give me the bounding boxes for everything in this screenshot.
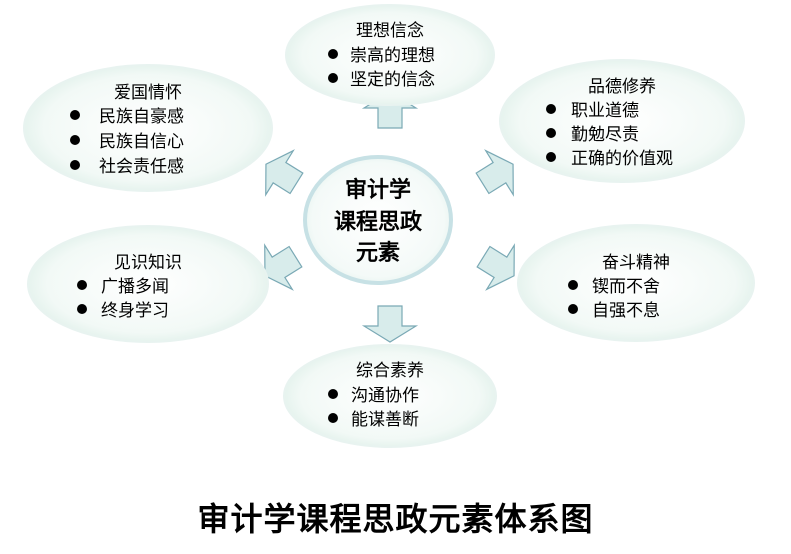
bullet-icon bbox=[70, 160, 80, 170]
node-bottom-item-2: 能谋善断 bbox=[351, 410, 419, 430]
node-bottom-right: 奋斗精神 锲而不舍 自强不息 bbox=[517, 224, 755, 342]
node-top-item-1: 崇高的理想 bbox=[350, 46, 435, 66]
node-top-left-title: 爱国情怀 bbox=[114, 83, 182, 103]
bullet-icon bbox=[328, 49, 338, 59]
bullet-icon bbox=[546, 152, 556, 162]
node-top-title: 理想信念 bbox=[356, 20, 424, 41]
node-bottom: 综合素养 沟通协作 能谋善断 bbox=[283, 344, 497, 448]
node-top-right-item-1: 职业道德 bbox=[571, 101, 639, 121]
node-bottom-right-title: 奋斗精神 bbox=[602, 253, 670, 273]
node-bottom-right-item-1: 锲而不舍 bbox=[592, 277, 660, 297]
bullet-icon bbox=[328, 73, 338, 83]
bullet-icon bbox=[77, 280, 87, 290]
node-bottom-right-item-2: 自强不息 bbox=[592, 301, 660, 321]
node-top: 理想信念 崇高的理想 坚定的信念 bbox=[285, 4, 495, 106]
bullet-icon bbox=[568, 280, 578, 290]
node-top-item-2: 坚定的信念 bbox=[350, 69, 435, 90]
node-top-right: 品德修养 职业道德 勤勉尽责 正确的价值观 bbox=[499, 59, 745, 183]
node-top-left-item-1: 民族自豪感 bbox=[99, 106, 184, 127]
arrow-bottom bbox=[363, 305, 417, 343]
node-bottom-left: 见识知识 广播多闻 终身学习 bbox=[27, 225, 269, 343]
bullet-icon bbox=[70, 135, 80, 145]
center-node: 审计学 课程思政 元素 bbox=[303, 155, 453, 285]
node-bottom-left-item-1: 广播多闻 bbox=[101, 277, 169, 297]
node-top-right-title: 品德修养 bbox=[588, 77, 656, 97]
bullet-icon bbox=[546, 104, 556, 114]
node-bottom-item-1: 沟通协作 bbox=[351, 386, 419, 406]
node-bottom-title: 综合素养 bbox=[356, 361, 424, 381]
node-bottom-left-item-2: 终身学习 bbox=[101, 301, 169, 321]
node-top-left-item-2: 民族自信心 bbox=[99, 132, 184, 152]
node-top-left: 爱国情怀 民族自豪感 民族自信心 社会责任感 bbox=[23, 64, 273, 192]
node-top-left-item-3: 社会责任感 bbox=[99, 157, 184, 177]
center-line-1: 审计学 bbox=[345, 177, 411, 203]
center-line-3: 元素 bbox=[356, 240, 400, 266]
center-line-2: 课程思政 bbox=[334, 209, 423, 235]
node-top-right-item-3: 正确的价值观 bbox=[571, 149, 673, 169]
bullet-icon bbox=[328, 389, 338, 399]
bullet-icon bbox=[568, 304, 578, 314]
node-top-right-item-2: 勤勉尽责 bbox=[571, 125, 639, 145]
bullet-icon bbox=[77, 304, 87, 314]
node-bottom-left-title: 见识知识 bbox=[114, 253, 182, 273]
bullet-icon bbox=[70, 110, 80, 120]
bullet-icon bbox=[328, 413, 338, 423]
diagram-caption: 审计学课程思政元素体系图 bbox=[197, 500, 594, 538]
bullet-icon bbox=[546, 128, 556, 138]
